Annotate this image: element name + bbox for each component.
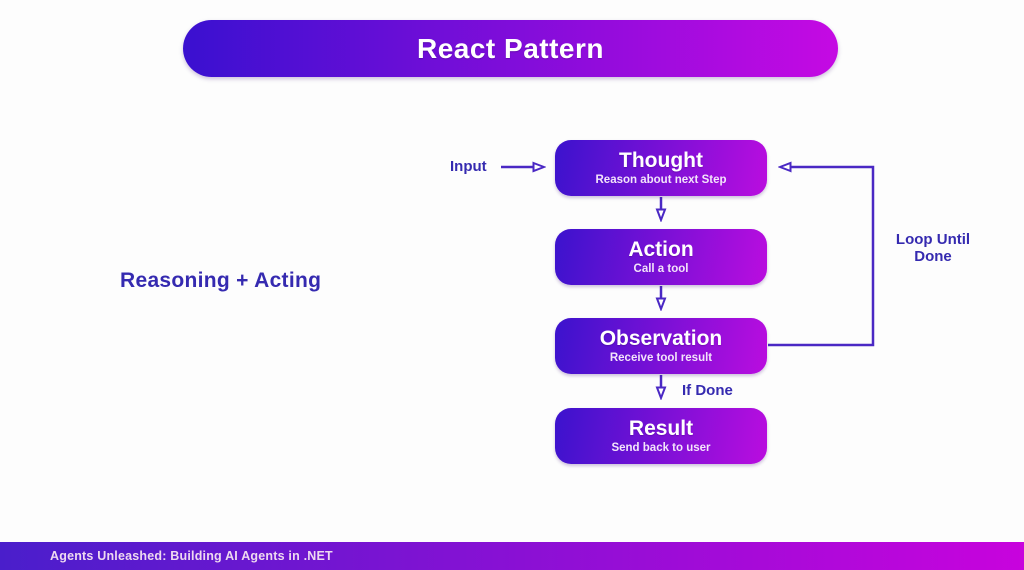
- node-thought-subtitle: Reason about next Step: [595, 174, 727, 186]
- node-action-title: Action: [628, 238, 694, 261]
- if-done-label: If Done: [682, 382, 733, 399]
- input-label: Input: [450, 158, 487, 175]
- node-thought: Thought Reason about next Step: [555, 140, 767, 196]
- footer-bar: Agents Unleashed: Building AI Agents in …: [0, 542, 1024, 570]
- node-observation: Observation Receive tool result: [555, 318, 767, 374]
- loop-label-line1: Loop Until: [895, 231, 971, 248]
- node-observation-subtitle: Receive tool result: [609, 352, 713, 364]
- node-observation-title: Observation: [599, 327, 723, 350]
- node-result-title: Result: [628, 417, 694, 440]
- reasoning-acting-label: Reasoning + Acting: [120, 269, 322, 292]
- node-thought-title: Thought: [619, 149, 703, 172]
- loop-label-line2: Done: [914, 248, 952, 265]
- slide-title: React Pattern: [416, 32, 604, 64]
- node-result-subtitle: Send back to user: [611, 442, 711, 454]
- node-action-subtitle: Call a tool: [633, 263, 689, 275]
- node-action: Action Call a tool: [555, 229, 767, 285]
- footer-text: Agents Unleashed: Building AI Agents in …: [50, 549, 333, 563]
- loop-back-arrow: [768, 167, 875, 347]
- node-result: Result Send back to user: [555, 408, 767, 464]
- title-banner: React Pattern: [183, 20, 838, 77]
- loop-until-done-label: Loop Until Done: [884, 231, 982, 265]
